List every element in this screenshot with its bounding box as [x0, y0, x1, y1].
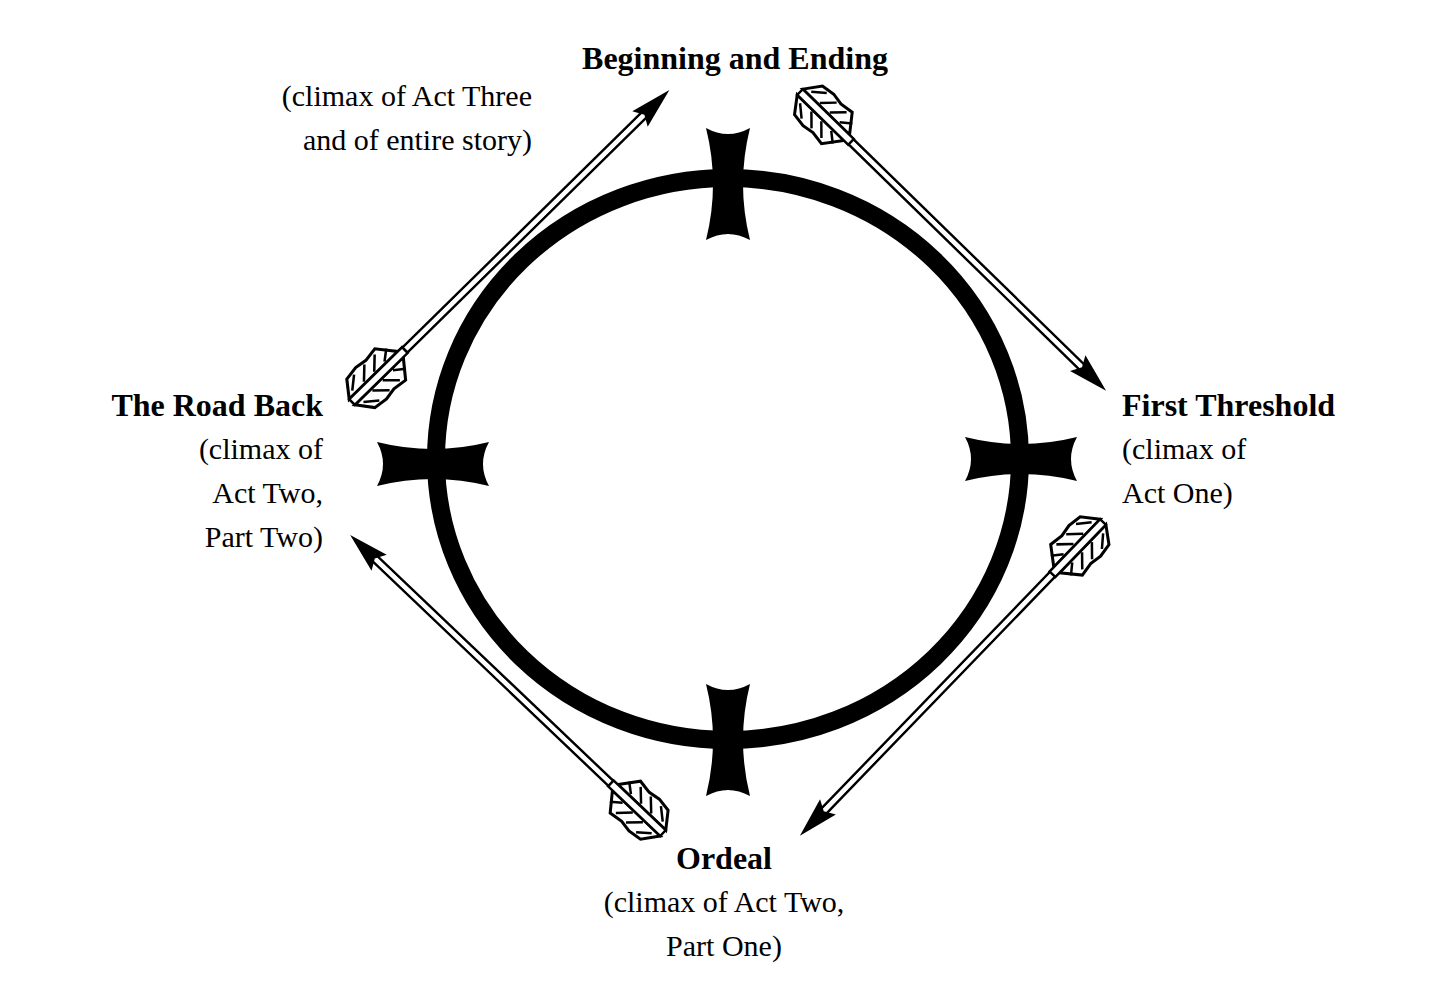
stage-note: (climax of Act One): [1122, 427, 1277, 515]
cycle-arrow: [784, 507, 1119, 851]
stage-note: (climax of Act Two, Part Two): [163, 427, 323, 559]
stage-marker: [706, 128, 750, 240]
stage-marker: [706, 684, 750, 796]
stage-heading: First Threshold: [1122, 383, 1335, 427]
cycle-ring: [436, 178, 1020, 740]
stage-marker: [377, 442, 489, 486]
stage-note: (climax of Act Two, Part One): [579, 880, 869, 968]
stage-heading: The Road Back: [111, 383, 323, 427]
cycle-arrow: [335, 519, 678, 849]
stage-marker: [965, 437, 1077, 481]
stage-heading: Beginning and Ending: [582, 36, 888, 80]
cycle-arrow: [785, 76, 1122, 406]
stage-note: (climax of Act Three and of entire story…: [232, 74, 532, 162]
stage-heading: Ordeal: [676, 836, 772, 880]
